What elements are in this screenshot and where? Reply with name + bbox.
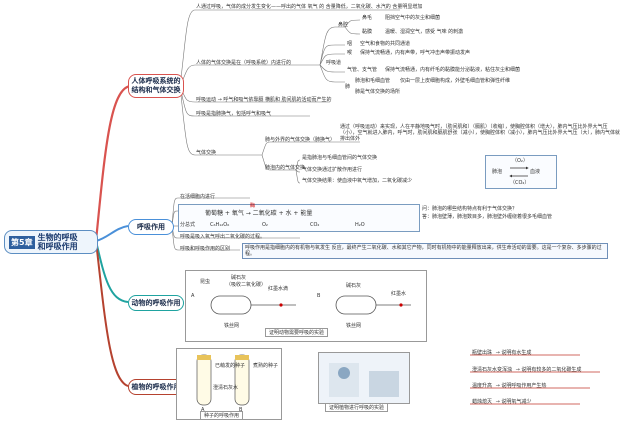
desc-alveolar-exchange-2: 气体交换通过扩散作用进行 xyxy=(302,167,363,173)
qa-question: 问：肺泡的哪些结构特点有利于气体交换？ xyxy=(422,206,518,212)
branch-line-plant xyxy=(95,240,129,387)
plant-result-4: 蜡烛熄灭 → 说明氧气减少 xyxy=(472,399,532,405)
qa-answer: 答：肺泡壁薄，肺泡数目多，肺泡壁外缠绕着很多毛细血管 xyxy=(422,214,553,220)
label-larynx: 喉 xyxy=(347,50,353,56)
plant-photo-figure xyxy=(318,352,410,404)
human-item-gas-exchange-system: 人体的气体交换是在（呼吸系统）内进行的 xyxy=(196,60,292,66)
branch-line-human xyxy=(94,84,131,242)
animal-label-mesh-b: 铁丝网 xyxy=(346,323,362,329)
branch-human-line1: 人体呼吸系统的 xyxy=(131,77,181,85)
root-title-line2: 和呼吸作用 xyxy=(37,242,78,251)
animal-label-a: A xyxy=(191,293,195,299)
equation-box xyxy=(178,204,420,232)
human-item-breath-change: 人通过呼吸，气体的成分发生变化——呼出的气体 氧气 的 含量降低，二氧化碳、水汽… xyxy=(196,4,423,10)
formula-glucose: C₆H₁₂O₆ xyxy=(210,222,230,228)
plant-result-3: 温度升高 → 说明呼吸作用产生热 xyxy=(472,383,547,389)
seed-tubes-drawing xyxy=(196,354,250,406)
label-nose-hair: 鼻毛 xyxy=(362,15,373,21)
desc-trachea: 保持气流畅通，内有纤毛的黏膜能分泌黏液，粘住灰尘和细菌 xyxy=(385,67,521,73)
branch-human-line2: 结构和气体交换 xyxy=(131,86,181,94)
plant-result-3-cond: 温度升高 xyxy=(472,383,493,389)
desc-mucous: 温暖、湿润空气，感受 气味 的刺激 xyxy=(385,29,464,35)
plant-tube-b: B xyxy=(239,407,243,413)
desc-nose-hair: 阻挡空气中的灰尘和细菌 xyxy=(385,15,441,21)
plant-label-cooked: 煮熟的种子 xyxy=(253,363,279,369)
animal-apparatus-drawing xyxy=(210,295,411,315)
desc-alveolar-exchange-1: 是指肺泡与毛细血管间的气体交换 xyxy=(302,155,378,161)
desc-lung-external-exchange: 通过（呼吸运动）来实现，人在平静地吸气时，（肋间肌和）（膈肌）（收缩），使胸腔体… xyxy=(340,124,621,142)
plant-label-germinated: 已萌发的种子 xyxy=(215,363,246,369)
root-title-line1: 生物的呼吸 xyxy=(37,233,78,242)
plant-photo-drawing xyxy=(329,363,399,397)
branch-node-human: 人体呼吸系统的结构和气体交换 xyxy=(128,74,184,98)
plant-result-4-text: 说明氧气减少 xyxy=(501,399,532,405)
label-trachea: 气管、支气管 xyxy=(347,67,378,73)
label-alveoli: 肺泡和毛细血管 xyxy=(355,78,391,84)
animal-label-soda-lime: 碱石灰 xyxy=(231,275,247,281)
exchange-diagram: （O₂） 肺泡 血液 （CO₂） xyxy=(485,155,557,189)
animal-label-mesh-a: 铁丝网 xyxy=(224,323,240,329)
branch-line-respiration xyxy=(95,225,129,242)
label-lung-external-exchange: 肺与外界的气体交换（肺换气） xyxy=(265,137,336,143)
animal-label-soda-lime-b: 碱石灰 xyxy=(346,283,362,289)
label-gas-exchange: 气体交换 xyxy=(196,150,217,156)
label-co2: （CO₂） xyxy=(510,180,530,186)
branch-line-animal xyxy=(95,240,129,303)
root-title: 生物的呼吸 和呼吸作用 xyxy=(38,233,78,251)
plant-result-1-cond: 瓶壁出珠 xyxy=(472,350,493,356)
desc-alveolar-exchange-3: 气体交换结果：使血液中氧气增加，二氧化碳减少 xyxy=(302,178,413,184)
label-alveolar-exchange: 肺泡内的气体交换 xyxy=(265,165,306,171)
formula-co2: CO₂ xyxy=(310,222,320,228)
label-pharynx: 咽 xyxy=(347,41,353,47)
human-item-breathing-def: 呼吸是指肺换气，包括呼气和吸气 xyxy=(196,111,272,117)
root-node: 第5章 生物的呼吸 和呼吸作用 xyxy=(4,230,98,254)
human-item-breathing-movement: 呼吸运动 → 呼气和吸气依靠膈 横肌和 肋间肌的活动而产生的 xyxy=(196,97,332,103)
plant-tube-a: A xyxy=(201,407,205,413)
plant-result-2-text: 说明有较多的二氧化碳生成 xyxy=(521,367,582,373)
equation-arrow-label: 酶 xyxy=(250,203,256,209)
plant-result-1: 瓶壁出珠 → 说明有水生成 xyxy=(472,350,532,356)
animal-label-absorb-co2: （吸收二氧化碳） xyxy=(226,282,267,288)
label-alveolus: 肺泡 xyxy=(492,169,503,175)
resp-item-breathing: 呼吸是吸入氧气呼出二氧化碳的过程。 xyxy=(180,234,266,240)
resp-item-living-cells: 在活细胞内进行 xyxy=(180,194,216,200)
desc-larynx: 保持气流畅通，内有声带，呼气冲击声带振动发声 xyxy=(360,50,471,56)
animal-label-red-drop: 红墨水滴 xyxy=(268,286,289,292)
label-mucous: 黏膜 xyxy=(362,29,373,35)
branch-node-respiration: 呼吸作用 xyxy=(128,219,174,235)
plant-result-1-text: 说明有水生成 xyxy=(501,350,532,356)
animal-caption: 证明动物需要呼吸的实验 xyxy=(265,328,329,337)
plant-result-2-cond: 澄清石灰水变浑浊 xyxy=(472,367,513,373)
exchange-arrows xyxy=(509,166,529,178)
label-formula-row: 分总式 xyxy=(180,222,196,228)
branch-node-animal: 动物的呼吸作用 xyxy=(128,295,184,311)
chapter-badge: 第5章 xyxy=(9,235,35,249)
plant-caption-experiment: 证明植物进行呼吸的实验 xyxy=(325,403,389,412)
formula-oxygen: O₂ xyxy=(262,222,268,228)
equation-words: 葡萄糖 + 氧气 → 二氧化碳 + 水 + 能量 xyxy=(205,210,313,217)
animal-label-insect: 昆虫 xyxy=(200,279,211,285)
plant-result-2: 澄清石灰水变浑浊 → 说明有较多的二氧化碳生成 xyxy=(472,367,582,373)
label-respiratory-tract: 呼吸道 xyxy=(326,60,342,66)
formula-water: H₂O xyxy=(355,222,365,228)
desc-alveoli: 仅由一层上皮细胞构成，外壁毛细血管和弹性纤维 xyxy=(400,78,511,84)
label-o2: （O₂） xyxy=(512,158,528,164)
label-nose: 鼻腔 xyxy=(338,22,349,28)
plant-result-3-text: 说明呼吸作用产生热 xyxy=(501,383,547,389)
desc-pharynx: 空气和食物的共同通道 xyxy=(360,41,411,47)
plant-result-4-cond: 蜡烛熄灭 xyxy=(472,399,493,405)
desc-lung: 肺是气体交换的场所 xyxy=(355,89,401,95)
plant-label-limewater: 澄清石灰水 xyxy=(213,385,239,391)
label-blood: 血液 xyxy=(530,169,541,175)
label-lung: 肺 xyxy=(345,84,351,90)
animal-label-b: B xyxy=(317,293,321,299)
resp-difference-desc: 呼吸作用是指细胞内的有机物与氧发生 反应，最终产生二氧化碳、水和其它产物，同时有… xyxy=(242,243,608,259)
plant-caption-seed: 种子的呼吸作用 xyxy=(200,411,244,420)
plant-seed-figure: A B 已萌发的种子 煮熟的种子 澄清石灰水 xyxy=(176,348,282,420)
resp-item-difference: 呼吸和呼吸作用的区别 xyxy=(180,246,231,252)
animal-label-red-ink: 红墨水 xyxy=(391,291,407,297)
